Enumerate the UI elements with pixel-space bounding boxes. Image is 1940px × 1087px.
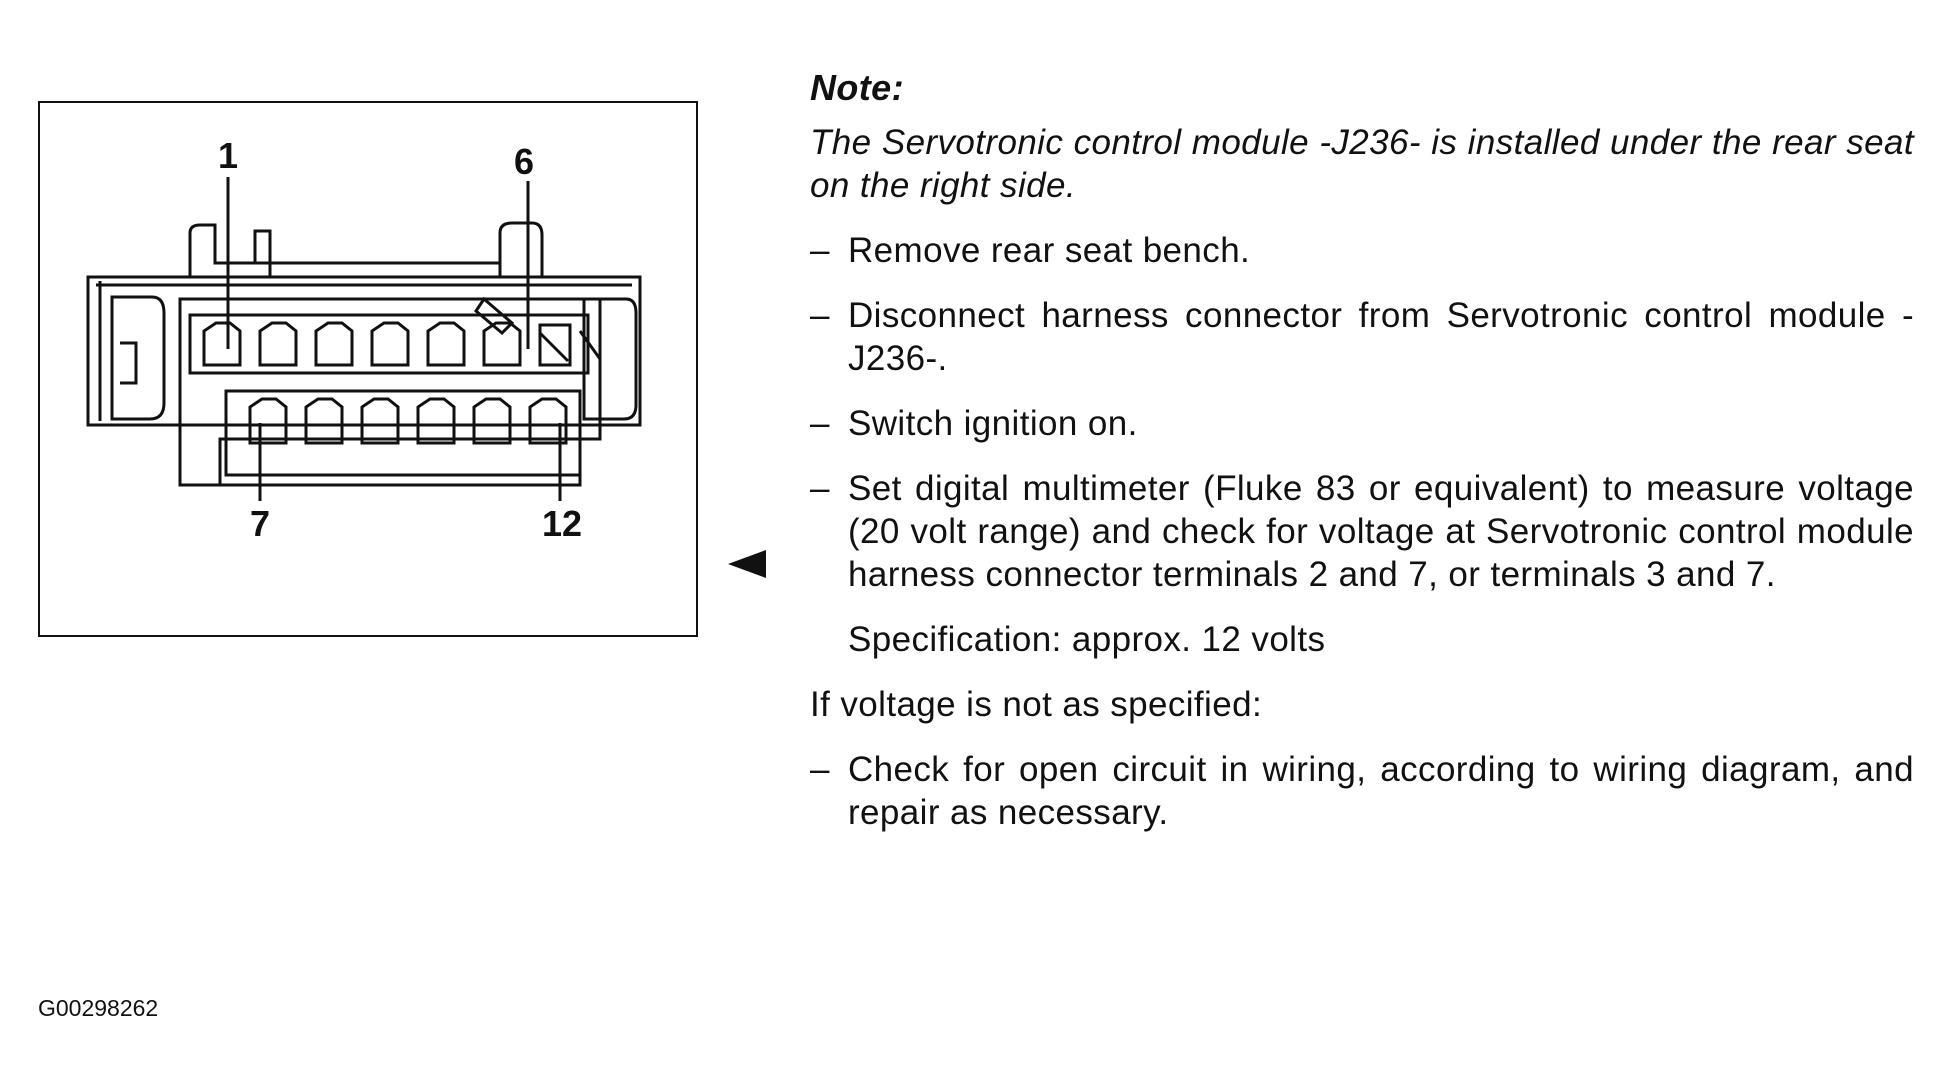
pin-label-12: 12 bbox=[542, 503, 583, 544]
step-remove-seat: – Remove rear seat bench. bbox=[810, 229, 1914, 272]
procedure-text: Note: The Servotronic control module -J2… bbox=[810, 66, 1914, 856]
step-disconnect-connector: – Disconnect harness connector from Serv… bbox=[810, 294, 1914, 380]
pin-label-1: 1 bbox=[218, 135, 239, 176]
step-check-circuit: – Check for open circuit in wiring, acco… bbox=[810, 748, 1914, 834]
step-dash: – bbox=[810, 296, 830, 335]
connector-figure: 1 6 7 12 bbox=[38, 101, 698, 637]
pin-label-6: 6 bbox=[514, 141, 535, 182]
step-text: Check for open circuit in wiring, accord… bbox=[848, 750, 1914, 832]
figure-id: G00298262 bbox=[38, 995, 159, 1021]
step-text: Disconnect harness connector from Servot… bbox=[848, 296, 1914, 378]
pin-label-7: 7 bbox=[250, 503, 271, 544]
step-ignition-on: – Switch ignition on. bbox=[810, 402, 1914, 445]
step-dash: – bbox=[810, 404, 830, 443]
step-dash: – bbox=[810, 469, 830, 508]
connector-drawing bbox=[86, 177, 642, 501]
step-dash: – bbox=[810, 750, 830, 789]
step-text: Set digital multimeter (Fluke 83 or equi… bbox=[848, 469, 1914, 594]
note-title: Note: bbox=[810, 67, 904, 108]
condition-text: If voltage is not as specified: bbox=[810, 685, 1263, 724]
step-text: Switch ignition on. bbox=[848, 404, 1138, 443]
pointer-arrow-icon bbox=[728, 550, 766, 578]
step-measure-voltage: – Set digital multimeter (Fluke 83 or eq… bbox=[810, 467, 1914, 596]
step-text: Remove rear seat bench. bbox=[848, 231, 1251, 270]
step-dash: – bbox=[810, 231, 830, 270]
specification: Specification: approx. 12 volts bbox=[848, 620, 1326, 659]
note-body: The Servotronic control module -J236- is… bbox=[810, 123, 1914, 205]
